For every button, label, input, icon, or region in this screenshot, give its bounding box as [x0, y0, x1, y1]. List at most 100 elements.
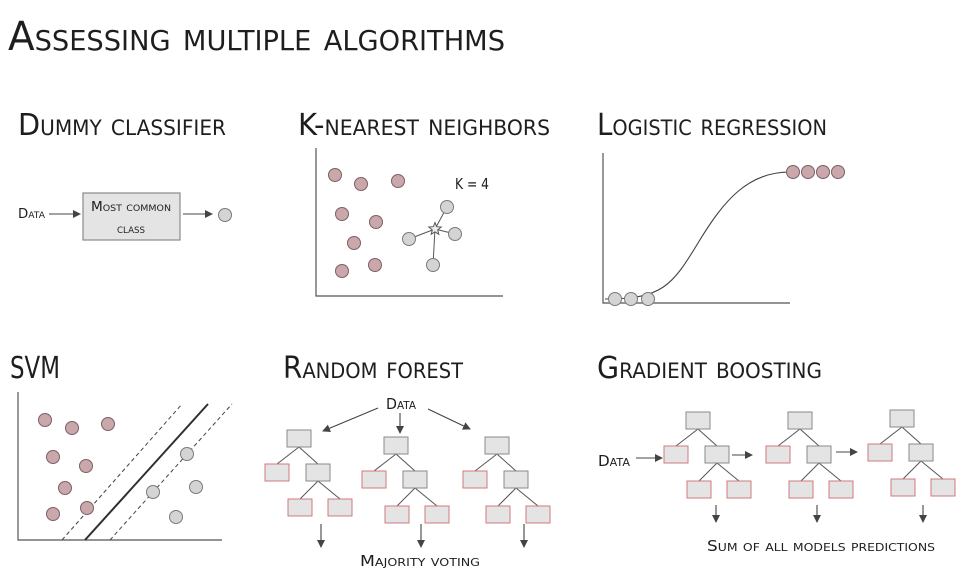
svm-class-a-point	[80, 501, 94, 515]
gb-tree-1-branch	[698, 462, 718, 482]
rf-tree-1-leaf-node	[327, 498, 353, 517]
rf-data-arrow-tree3	[427, 408, 471, 430]
gb-tree-3-leaf-node	[867, 443, 893, 462]
knn-k-label: K = 4	[455, 175, 489, 193]
rf-tree-2-branch	[414, 487, 438, 507]
svm-class-b-point	[146, 485, 160, 499]
sigmoid-curve	[604, 171, 791, 300]
gb-tree-1-branch	[697, 428, 718, 447]
knn-class-b-point	[448, 227, 462, 241]
knn-heading: K-nearest neighbors	[298, 108, 550, 143]
rf-tree-1-leaf-node	[264, 463, 290, 482]
svm-decision-boundary	[84, 403, 209, 541]
svm-class-a-point	[46, 450, 60, 464]
svm-class-a-point	[101, 417, 115, 431]
logistic-class-0-point	[624, 292, 638, 306]
knn-class-a-point	[354, 177, 368, 191]
most-common-class-label-line2: class	[117, 222, 145, 237]
logistic-class-1-point	[816, 165, 830, 179]
majority-voting-label: Majority voting	[360, 552, 480, 570]
gradient-boosting-panel: Gradient boosting Data Sum of all models…	[597, 351, 956, 555]
svm-class-a-point	[65, 421, 79, 435]
rf-tree-3-split-node	[484, 436, 510, 455]
rf-tree-3-branch	[474, 453, 498, 472]
svm-class-a-point	[58, 481, 72, 495]
logistic-class-1-point	[786, 165, 800, 179]
logistic-class-1-point	[831, 165, 845, 179]
rf-tree-1-branch	[276, 446, 300, 465]
knn-class-a-point	[335, 264, 349, 278]
logistic-class-1-point	[801, 165, 815, 179]
svm-class-a-point	[38, 413, 52, 427]
rf-tree-1-leaf-node	[287, 498, 313, 517]
gb-tree-1-split-node	[685, 411, 711, 430]
rf-tree-1-branch	[317, 480, 341, 500]
knn-panel: K-nearest neighbors K = 4	[298, 108, 550, 297]
rf-tree-2-split-node	[402, 470, 428, 489]
rf-tree-1-split-node	[305, 463, 331, 482]
rf-tree-2-branch	[373, 453, 397, 472]
dummy-prediction-point	[218, 208, 232, 222]
gb-tree-3-leaf-node	[930, 478, 956, 497]
knn-class-a-point	[391, 174, 405, 188]
knn-class-a-point	[328, 168, 342, 182]
rf-tree-2-leaf-node	[424, 505, 450, 524]
knn-class-a-point	[347, 236, 361, 250]
gb-tree-2-split-node	[806, 445, 832, 464]
gb-tree-1-branch	[716, 462, 740, 482]
logistic-class-0-point	[641, 292, 655, 306]
gb-tree-3-split-node	[908, 443, 934, 462]
logistic-regression-panel: Logistic regression	[597, 108, 845, 306]
svm-panel: SVM	[10, 351, 233, 541]
page-title: Assessing multiple algorithms	[8, 14, 505, 60]
knn-class-a-point	[369, 215, 383, 229]
rf-tree-3-leaf-node	[462, 470, 488, 489]
rf-tree-1-branch	[299, 480, 319, 500]
rf-tree-3-branch	[496, 453, 517, 472]
logistic-class-0-point	[608, 292, 622, 306]
rf-tree-3-split-node	[503, 470, 529, 489]
gb-tree-2-leaf-node	[765, 445, 791, 464]
random-forest-heading: Random forest	[283, 351, 463, 386]
knn-class-a-point	[368, 258, 382, 272]
rf-tree-3-branch	[497, 487, 517, 507]
svm-heading: SVM	[10, 351, 60, 386]
gb-tree-1-leaf-node	[663, 445, 689, 464]
gb-tree-1-leaf-node	[686, 480, 712, 499]
gb-tree-2-leaf-node	[828, 480, 854, 499]
gradient-boosting-data-label: Data	[598, 452, 630, 470]
gradient-boosting-heading: Gradient boosting	[597, 351, 822, 386]
most-common-class-box	[82, 192, 181, 241]
gb-tree-1-split-node	[704, 445, 730, 464]
svm-class-b-point	[180, 447, 194, 461]
dummy-data-label: Data	[18, 207, 46, 222]
rf-tree-1-split-node	[286, 429, 312, 448]
svm-margin-upper	[109, 403, 233, 541]
knn-class-b-point	[426, 258, 440, 272]
gb-tree-3-branch	[901, 426, 922, 445]
rf-tree-3-branch	[515, 487, 539, 507]
sum-of-predictions-label: Sum of all models predictions	[707, 537, 935, 555]
rf-tree-1-branch	[298, 446, 319, 465]
most-common-class-label-line1: Most common	[91, 200, 171, 215]
gb-tree-2-split-node	[787, 411, 813, 430]
gb-tree-1-leaf-node	[726, 480, 752, 499]
gb-tree-3-branch	[920, 460, 944, 480]
gb-tree-3-branch	[879, 426, 903, 445]
logistic-regression-heading: Logistic regression	[597, 108, 827, 143]
rf-tree-2-leaf-node	[361, 470, 387, 489]
gb-tree-3-branch	[902, 460, 922, 480]
svm-class-b-point	[189, 480, 203, 494]
gb-tree-2-branch	[777, 428, 801, 447]
rf-tree-2-branch	[395, 453, 416, 472]
random-forest-data-label: Data	[386, 395, 416, 413]
gb-tree-2-branch	[799, 428, 820, 447]
svm-class-a-point	[79, 459, 93, 473]
rf-tree-3-leaf-node	[485, 505, 511, 524]
knn-class-a-point	[335, 207, 349, 221]
random-forest-panel: Random forest Data Majority voting	[264, 351, 551, 570]
rf-tree-3-leaf-node	[525, 505, 551, 524]
rf-tree-2-split-node	[383, 436, 409, 455]
svm-class-a-point	[46, 507, 60, 521]
rf-tree-2-leaf-node	[384, 505, 410, 524]
